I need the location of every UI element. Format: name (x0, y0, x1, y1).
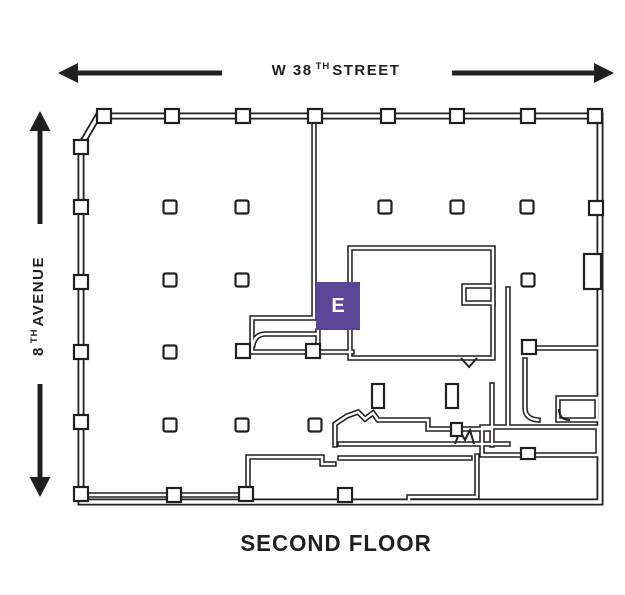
interior-columns (162, 199, 536, 438)
elevator-marker: E (316, 282, 360, 330)
wall-column-bumps (72, 107, 605, 504)
elevator-marker-label: E (331, 295, 345, 317)
street-top-prefix: W 38 (271, 62, 313, 79)
down-arrow-icon (29, 384, 51, 497)
avenue-name: AVENUE (30, 256, 47, 327)
floor-title: SECOND FLOOR (240, 530, 432, 556)
street-arrows (29, 63, 614, 497)
avenue-ordinal: TH (29, 328, 40, 344)
street-top-suffix: STREET (332, 62, 401, 79)
up-arrow-icon (29, 111, 51, 224)
avenue-number: 8 (30, 346, 47, 356)
avenue-label-left: 8 THAVENUE (29, 226, 51, 386)
left-arrow-icon (58, 63, 222, 83)
street-top-ordinal: TH (315, 61, 331, 72)
right-arrow-icon (452, 63, 614, 83)
